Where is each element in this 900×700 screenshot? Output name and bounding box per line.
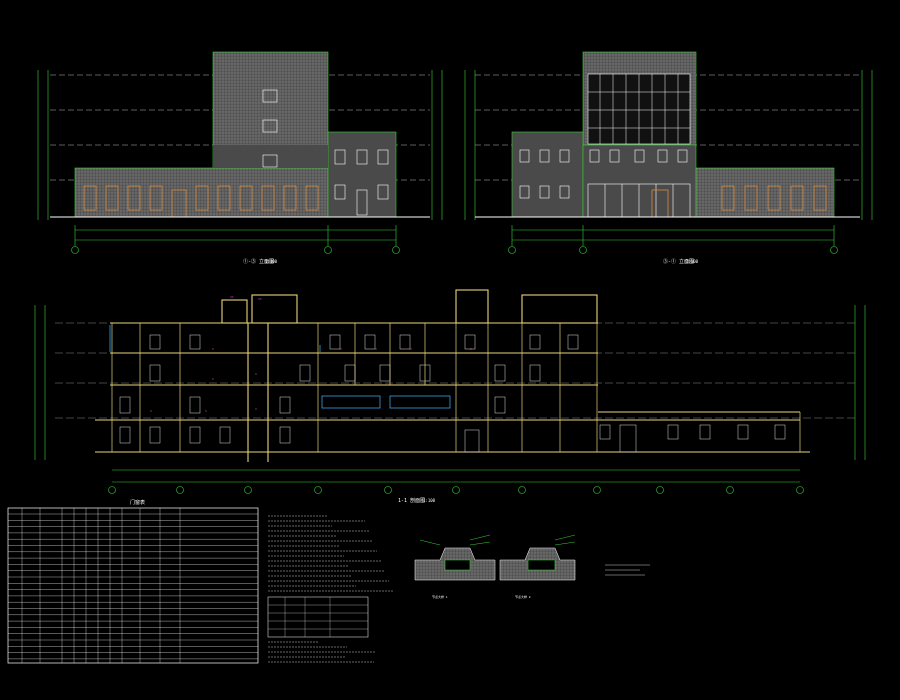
table-title: 门窗表 (130, 499, 145, 506)
svg-text:XX: XX (230, 295, 234, 299)
svg-text:X: X (255, 407, 257, 411)
door-window-table: 门窗表 (7, 499, 259, 664)
svg-text:X: X (470, 347, 472, 351)
detail-a: 节点大样 1 (414, 534, 496, 599)
detail-notes (605, 564, 650, 576)
svg-text:X: X (375, 347, 377, 351)
general-notes (268, 515, 393, 663)
svg-text:X: X (410, 347, 412, 351)
left-elevation: ①-③ 立面图 1:100 (37, 51, 443, 265)
left-elevation-scale: 1:100 (265, 259, 278, 264)
right-elevation-title: ③-① 立面图 (663, 258, 694, 265)
detail-b: 节点大样 2 (499, 534, 576, 599)
svg-text:X: X (212, 347, 214, 351)
axis-bubble-icon (508, 246, 838, 254)
section-title: 1-1 剖面图 (398, 497, 425, 504)
svg-text:X: X (205, 409, 207, 413)
axis-bubble-icon (71, 246, 400, 254)
left-elevation-title: ①-③ 立面图 (243, 258, 274, 265)
right-elevation: ③-① 立面图 1:100 (464, 51, 873, 265)
notes-table (267, 596, 369, 638)
svg-text:X: X (212, 377, 214, 381)
svg-text:X: X (340, 347, 342, 351)
svg-text:X: X (255, 372, 257, 376)
svg-text:X: X (150, 409, 152, 413)
axis-bubble-icon (108, 486, 804, 494)
detail-a-title: 节点大样 1 (432, 594, 448, 599)
svg-text:XX: XX (258, 297, 262, 301)
detail-b-title: 节点大样 2 (515, 594, 531, 599)
section-scale: 1:100 (423, 498, 436, 503)
right-elevation-scale: 1:100 (686, 259, 699, 264)
